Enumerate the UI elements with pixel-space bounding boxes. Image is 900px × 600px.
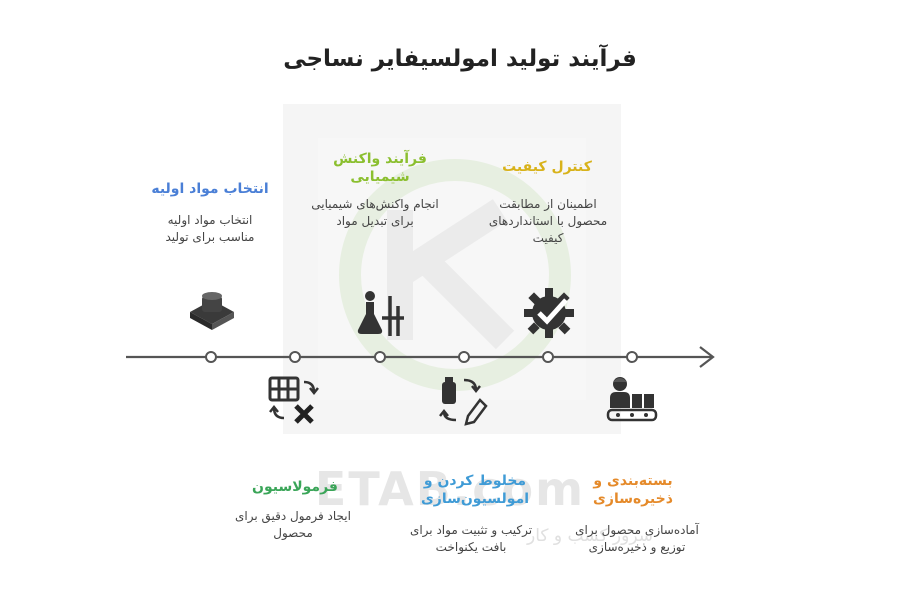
- step-label-packaging: بسته‌بندی و ذخیره‌سازی: [593, 473, 673, 507]
- step-label-chemical-reaction: فرآیند واکنش شیمیایی: [333, 151, 427, 185]
- step-label-mixing: مخلوط کردن و امولسیون‌سازی: [420, 473, 530, 507]
- step-description-formulation: ایجاد فرمول دقیق برای محصول: [235, 509, 351, 540]
- timeline-node-3: [374, 351, 386, 363]
- timeline-node-2: [289, 351, 301, 363]
- timeline-node-6: [626, 351, 638, 363]
- step-label-quality-control: کنترل کیفیت: [502, 159, 592, 175]
- mixing-icon: [439, 377, 488, 426]
- chemistry-icon: [357, 291, 404, 336]
- step-label-raw-materials: انتخاب مواد اولیه: [151, 181, 269, 197]
- watermark-logo-icon: [339, 159, 571, 391]
- packaging-icon: [606, 377, 658, 422]
- quality-control-icon: [524, 288, 574, 338]
- timeline-node-1: [205, 351, 217, 363]
- formulation-icon: [268, 376, 319, 424]
- step-description-packaging: آماده‌سازی محصول برای توزیع و ذخیره‌سازی: [575, 523, 699, 554]
- diagram-title: فرآیند تولید امولسیفایر نساجی: [283, 46, 637, 72]
- step-label-formulation: فرمولاسیون: [252, 479, 338, 495]
- watermark-text: ETAB.com: [314, 462, 586, 516]
- step-description-mixing: ترکیب و تثبیت مواد برای بافت یکنواخت: [409, 523, 533, 554]
- timeline-arrowhead: [699, 346, 715, 368]
- raw-material-icon: [190, 292, 234, 330]
- step-description-chemical-reaction: انجام واکنش‌های شیمیایی برای تبدیل مواد: [311, 197, 439, 228]
- step-description-raw-materials: انتخاب مواد اولیه مناسب برای تولید: [165, 213, 255, 244]
- step-description-quality-control: اطمینان از مطابقت محصول با استانداردهای …: [488, 197, 608, 245]
- timeline-node-5: [542, 351, 554, 363]
- watermark-subtext: سرور کسب و کار: [527, 526, 653, 546]
- timeline-node-4: [458, 351, 470, 363]
